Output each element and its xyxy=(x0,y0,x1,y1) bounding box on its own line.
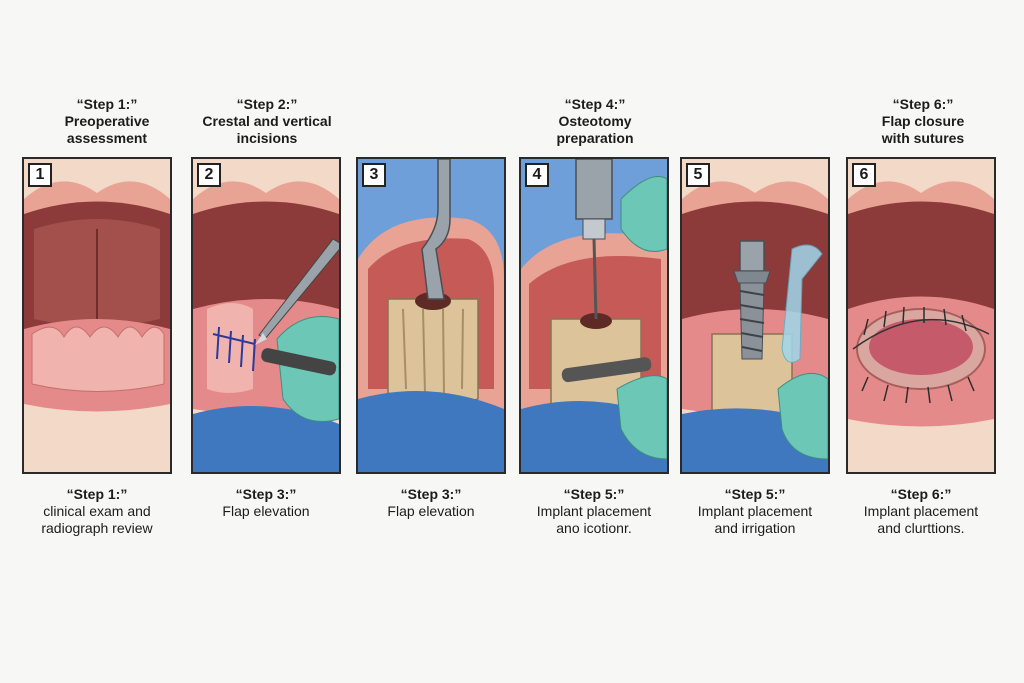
caption-line: ano icotionr. xyxy=(556,520,632,536)
suture-closure-illustration xyxy=(848,159,994,472)
caption-line: Implant placement xyxy=(536,503,652,519)
step-panel-5: 5 xyxy=(680,157,830,474)
incision-illustration xyxy=(193,159,339,472)
caption-line: Flap elevation xyxy=(387,503,475,519)
caption-line: Osteotomy xyxy=(558,113,632,129)
bottom-caption-panel-2: “Step 3:” Flap elevation xyxy=(181,486,351,520)
open-mouth-illustration xyxy=(24,159,170,472)
caption-line: incisions xyxy=(236,130,298,146)
step-panel-3: 3 xyxy=(356,157,506,474)
implant-placement-illustration xyxy=(682,159,828,472)
osteotomy-illustration xyxy=(521,159,667,472)
step-panel-2: 2 xyxy=(191,157,341,474)
caption-line: radiograph review xyxy=(41,520,153,536)
step-panel-1: 1 xyxy=(22,157,172,474)
caption-line: Flap elevation xyxy=(222,503,310,519)
caption-title: “Step 3:” xyxy=(235,486,297,502)
flap-elevation-illustration xyxy=(358,159,504,472)
caption-title: “Step 1:” xyxy=(66,486,128,502)
caption-title: “Step 6:” xyxy=(890,486,952,502)
caption-title: “Step 5:” xyxy=(563,486,625,502)
caption-line: clinical exam and xyxy=(43,503,151,519)
caption-title: “Step 3:” xyxy=(400,486,462,502)
caption-title: “Step 5:” xyxy=(724,486,786,502)
top-caption-step1: “Step 1:” Preoperative assessment xyxy=(22,96,192,147)
top-caption-step6: “Step 6:” Flap closure with sutures xyxy=(838,96,1008,147)
panel-number: 6 xyxy=(852,163,876,187)
caption-line: assessment xyxy=(66,130,148,146)
caption-line: preparation xyxy=(556,130,634,146)
bottom-caption-panel-5: “Step 5:” Implant placement and irrigati… xyxy=(670,486,840,537)
caption-title: “Step 1:” xyxy=(76,96,138,112)
caption-line: Flap closure xyxy=(881,113,965,129)
caption-line: Preoperative xyxy=(64,113,150,129)
top-caption-step4: “Step 4:” Osteotomy preparation xyxy=(510,96,680,147)
panel-number: 2 xyxy=(197,163,221,187)
bottom-caption-panel-4: “Step 5:” Implant placement ano icotionr… xyxy=(509,486,679,537)
step-panel-6: 6 xyxy=(846,157,996,474)
caption-line: Implant placement xyxy=(863,503,979,519)
panel-number: 5 xyxy=(686,163,710,187)
caption-line: and irrigation xyxy=(714,520,796,536)
panel-number: 4 xyxy=(525,163,549,187)
bottom-caption-panel-6: “Step 6:” Implant placement and clurttio… xyxy=(836,486,1006,537)
caption-line: Crestal and vertical xyxy=(202,113,332,129)
bottom-caption-panel-3: “Step 3:” Flap elevation xyxy=(346,486,516,520)
panel-number: 1 xyxy=(28,163,52,187)
caption-line: and clurttions. xyxy=(877,520,965,536)
panel-number: 3 xyxy=(362,163,386,187)
step-panel-4: 4 xyxy=(519,157,669,474)
caption-line: Implant placement xyxy=(697,503,813,519)
caption-title: “Step 2:” xyxy=(236,96,298,112)
caption-title: “Step 6:” xyxy=(892,96,954,112)
top-caption-step2: “Step 2:” Crestal and vertical incisions xyxy=(182,96,352,147)
bottom-caption-panel-1: “Step 1:” clinical exam and radiograph r… xyxy=(12,486,182,537)
caption-title: “Step 4:” xyxy=(564,96,626,112)
caption-line: with sutures xyxy=(881,130,965,146)
